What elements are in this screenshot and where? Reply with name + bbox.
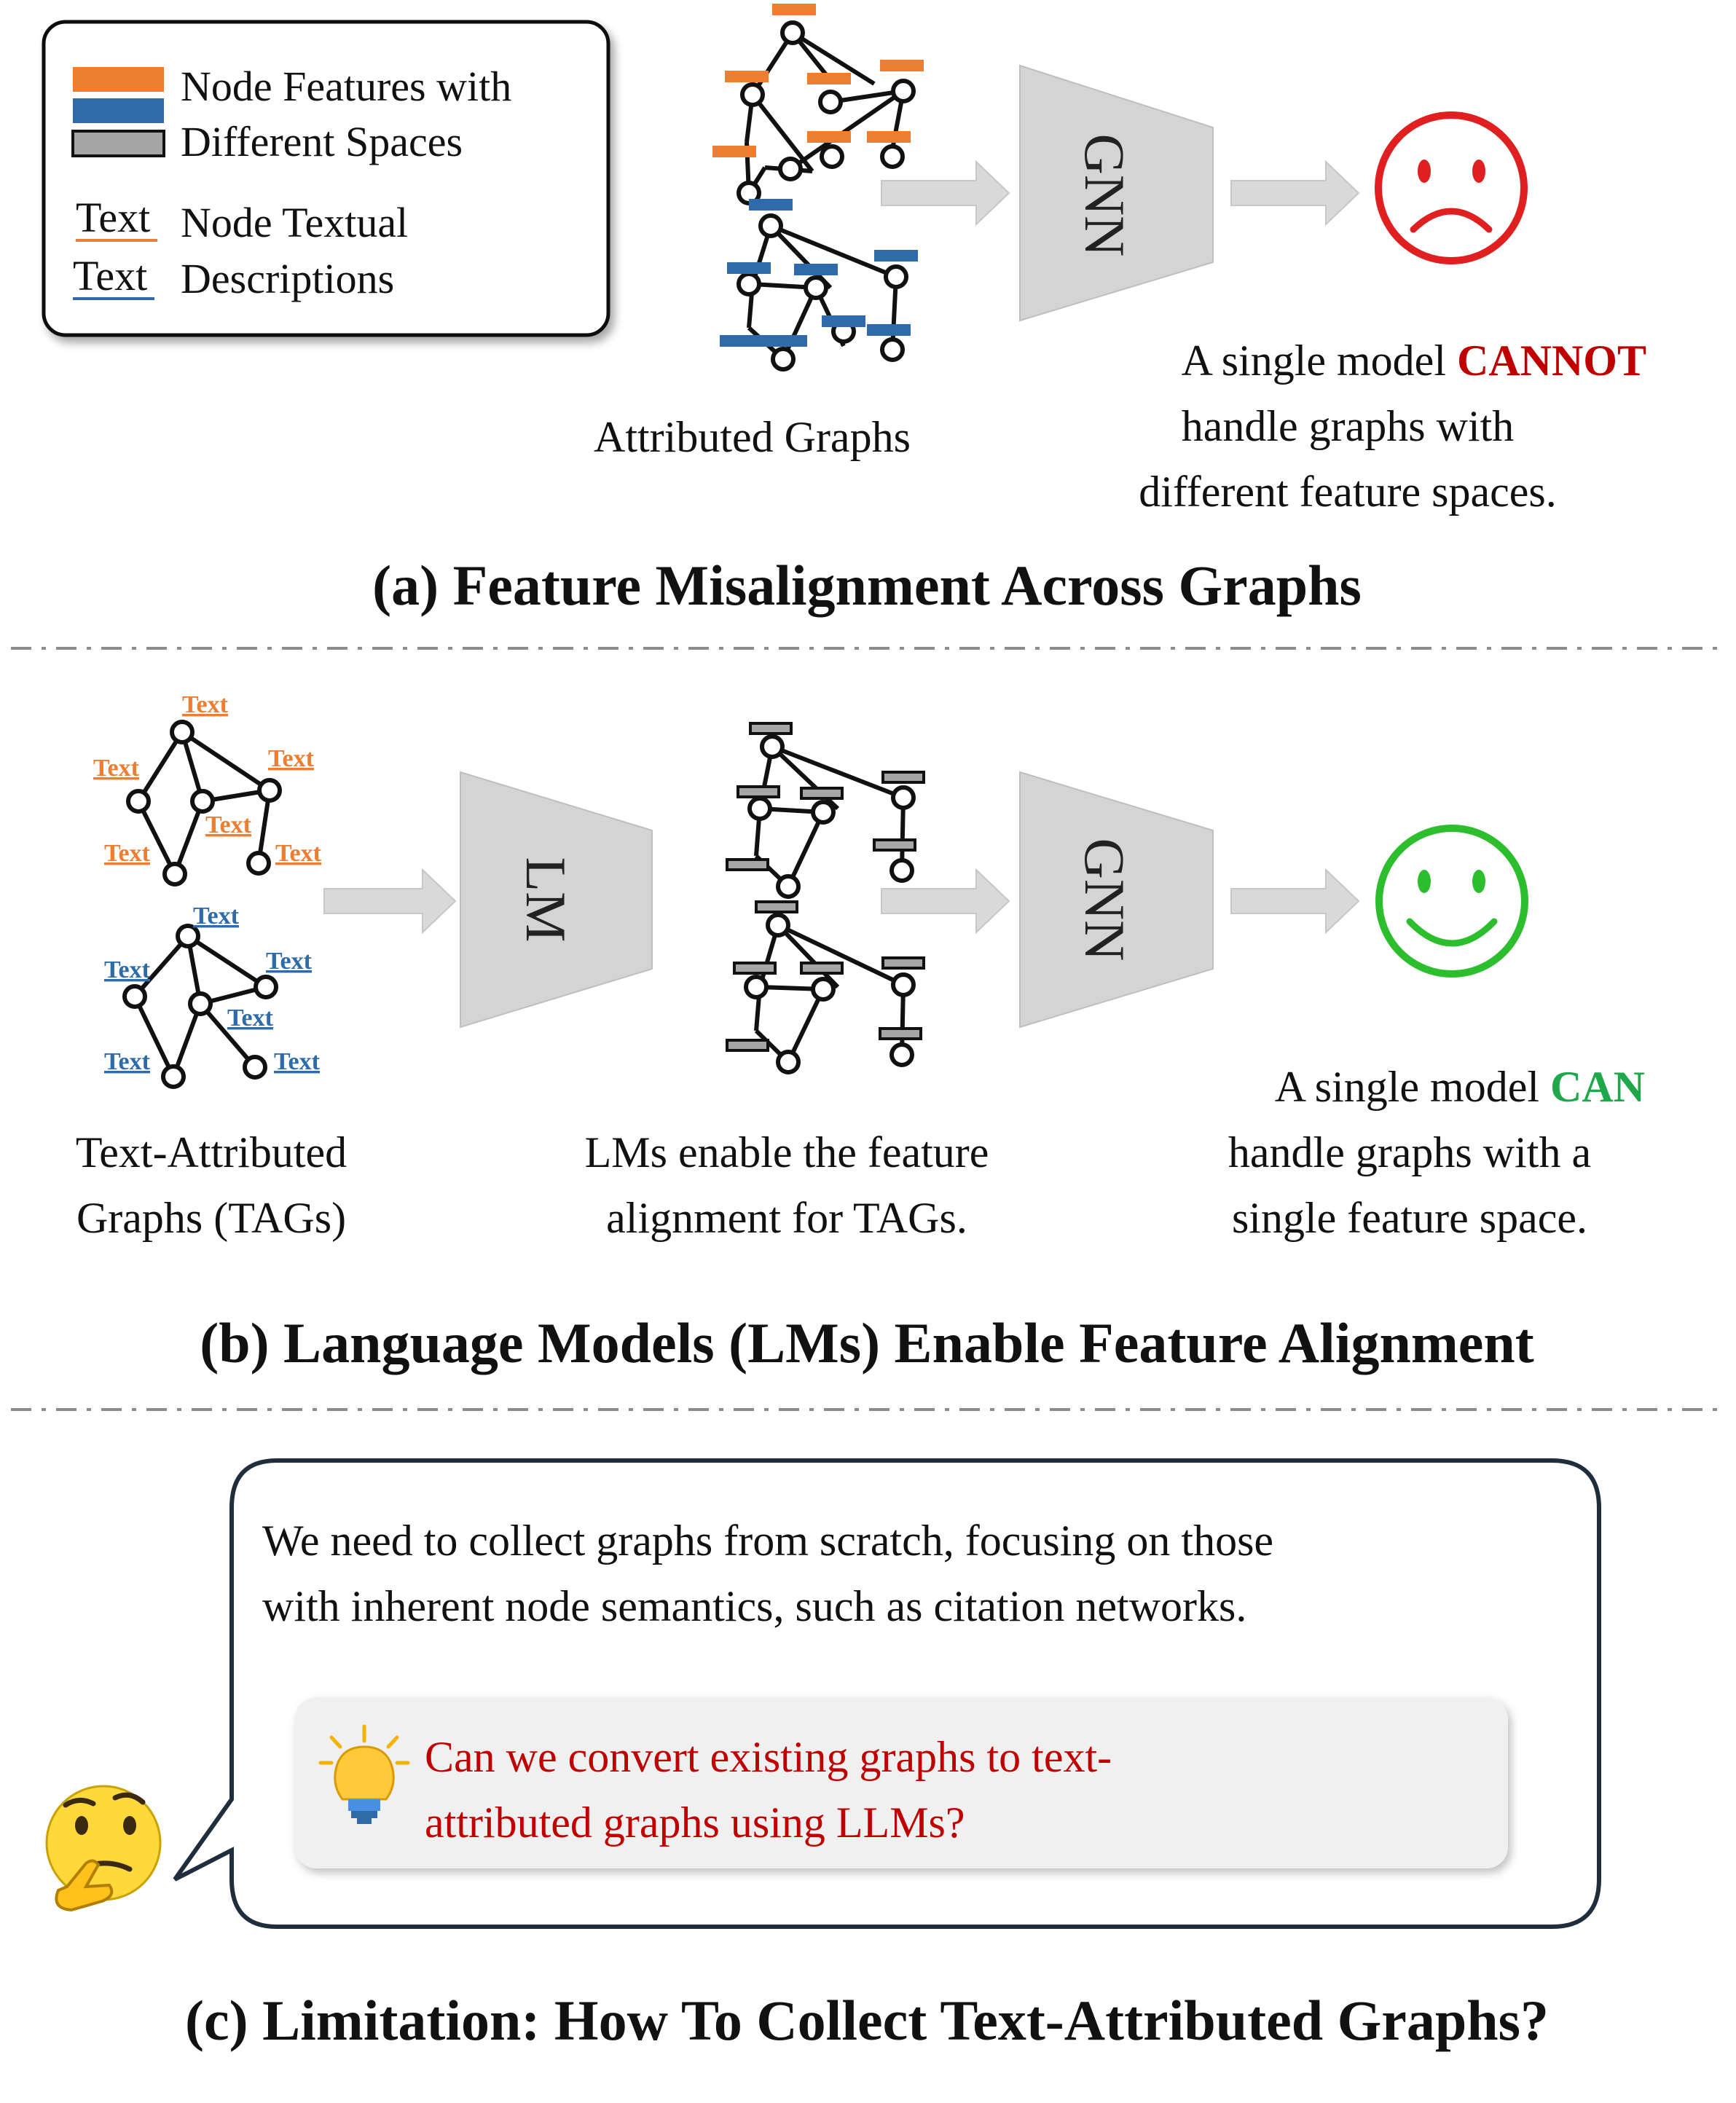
lm-desc-line2: alignment for TAGs. bbox=[606, 1194, 967, 1242]
attributed-graph-orange bbox=[712, 4, 924, 205]
legend-blue-swatch bbox=[73, 98, 164, 123]
result-a-line1: A single model CANNOT bbox=[1182, 337, 1646, 385]
result-b-line2: handle graphs with a bbox=[1228, 1128, 1591, 1176]
tag-label-line2: Graphs (TAGs) bbox=[76, 1194, 346, 1242]
tag-text-1: Text bbox=[182, 691, 229, 718]
lm-block: LM bbox=[460, 771, 653, 1029]
tag-text-2: Text bbox=[93, 755, 140, 782]
caption-a: (a) Feature Misalignment Across Graphs bbox=[372, 554, 1362, 617]
caption-b: (b) Language Models (LMs) Enable Feature… bbox=[200, 1311, 1534, 1375]
gnn-block-a: GNN bbox=[1019, 64, 1214, 322]
legend-text-sample-orange: Text bbox=[76, 194, 150, 241]
bubble-line2: with inherent node semantics, such as ci… bbox=[262, 1582, 1246, 1630]
aligned-graph-1 bbox=[726, 722, 925, 899]
panel-c: We need to collect graphs from scratch, … bbox=[45, 1458, 1601, 2052]
tag-text-12: Text bbox=[274, 1048, 321, 1075]
tag-text-11: Text bbox=[104, 1048, 151, 1075]
tag-graph-orange: Text Text Text Text Text Text bbox=[93, 691, 322, 887]
aligned-graph-2 bbox=[726, 900, 925, 1074]
result-b-line1: A single model CAN bbox=[1275, 1063, 1645, 1111]
arrow-a-2 bbox=[1230, 160, 1360, 227]
cannot-emphasis: CANNOT bbox=[1457, 337, 1646, 385]
lm-label: LM bbox=[514, 857, 578, 943]
lightbulb-icon bbox=[318, 1724, 410, 1824]
legend-text-3: Node Textual bbox=[181, 199, 408, 246]
sad-face-icon bbox=[1375, 111, 1528, 264]
caption-c: (c) Limitation: How To Collect Text-Attr… bbox=[185, 1989, 1549, 2052]
legend-text-sample-blue: Text bbox=[73, 252, 147, 299]
tag-text-8: Text bbox=[104, 956, 151, 983]
panel-b: Text Text Text Text Text Text bbox=[76, 691, 1645, 1375]
result-a-line2: handle graphs with bbox=[1182, 402, 1515, 450]
thinking-face-icon bbox=[45, 1785, 162, 1912]
arrow-b-2 bbox=[881, 868, 1010, 935]
question-line1: Can we convert existing graphs to text- bbox=[425, 1733, 1112, 1781]
result-a-line3: different feature spaces. bbox=[1139, 468, 1557, 516]
arrow-b-3 bbox=[1230, 868, 1360, 935]
arrow-a-1 bbox=[881, 160, 1010, 227]
happy-face-icon bbox=[1375, 825, 1528, 978]
tag-text-4: Text bbox=[205, 811, 252, 838]
tag-label-line1: Text-Attributed bbox=[76, 1128, 347, 1176]
attributed-graph-blue bbox=[720, 199, 918, 372]
tag-text-10: Text bbox=[227, 1005, 274, 1031]
gnn-label-b: GNN bbox=[1073, 838, 1136, 962]
tag-text-7: Text bbox=[193, 903, 240, 929]
result-b-line3: single feature space. bbox=[1232, 1194, 1587, 1242]
gnn-label-a: GNN bbox=[1073, 134, 1136, 257]
question-line2: attributed graphs using LLMs? bbox=[425, 1799, 965, 1847]
legend-box: Node Features with Different Spaces Text… bbox=[42, 20, 610, 337]
can-emphasis: CAN bbox=[1550, 1063, 1645, 1111]
legend-text-4: Descriptions bbox=[181, 255, 394, 302]
legend-text-2: Different Spaces bbox=[181, 118, 463, 165]
lm-desc-line1: LMs enable the feature bbox=[585, 1128, 989, 1176]
gnn-block-b: GNN bbox=[1019, 771, 1214, 1029]
arrow-b-1 bbox=[323, 868, 457, 935]
legend-gray-swatch bbox=[71, 130, 165, 157]
attributed-graphs-label: Attributed Graphs bbox=[594, 413, 911, 461]
panel-a: Node Features with Different Spaces Text… bbox=[42, 4, 1646, 617]
tag-text-6: Text bbox=[275, 840, 322, 867]
legend-orange-swatch bbox=[73, 67, 164, 92]
tag-graph-blue: Text Text Text Text Text Text bbox=[104, 903, 321, 1089]
legend-text-1: Node Features with bbox=[181, 63, 511, 110]
tag-text-5: Text bbox=[104, 840, 151, 867]
tag-text-3: Text bbox=[268, 745, 315, 772]
tag-text-9: Text bbox=[266, 948, 313, 975]
bubble-line1: We need to collect graphs from scratch, … bbox=[262, 1517, 1273, 1565]
speech-bubble: We need to collect graphs from scratch, … bbox=[173, 1458, 1601, 1929]
